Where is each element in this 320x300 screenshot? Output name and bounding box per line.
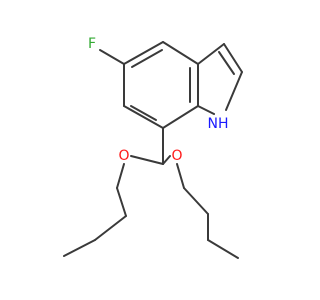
bond	[116, 187, 127, 217]
bond	[123, 105, 164, 129]
bond	[225, 71, 243, 111]
nitrogen-label: NH	[208, 116, 229, 132]
bond	[207, 239, 239, 259]
bond	[162, 41, 199, 65]
bond	[116, 163, 125, 189]
bond	[130, 105, 157, 121]
bond	[162, 155, 171, 165]
bond-group	[63, 41, 243, 259]
fluorine-label: F	[88, 36, 96, 52]
bond	[63, 239, 96, 257]
bond	[131, 49, 163, 68]
bond	[162, 105, 199, 129]
bond	[130, 155, 164, 165]
bond	[94, 215, 127, 241]
oxygen-label-left: O	[118, 148, 129, 164]
molecule-diagram: F NH O O	[63, 36, 243, 259]
bond	[176, 163, 185, 189]
bond	[99, 49, 125, 65]
oxygen-label-right: O	[171, 148, 182, 164]
bond	[223, 43, 243, 73]
bond	[197, 43, 225, 65]
bond	[183, 187, 209, 215]
bond	[197, 105, 215, 115]
bond	[123, 41, 164, 65]
bond	[218, 51, 235, 75]
